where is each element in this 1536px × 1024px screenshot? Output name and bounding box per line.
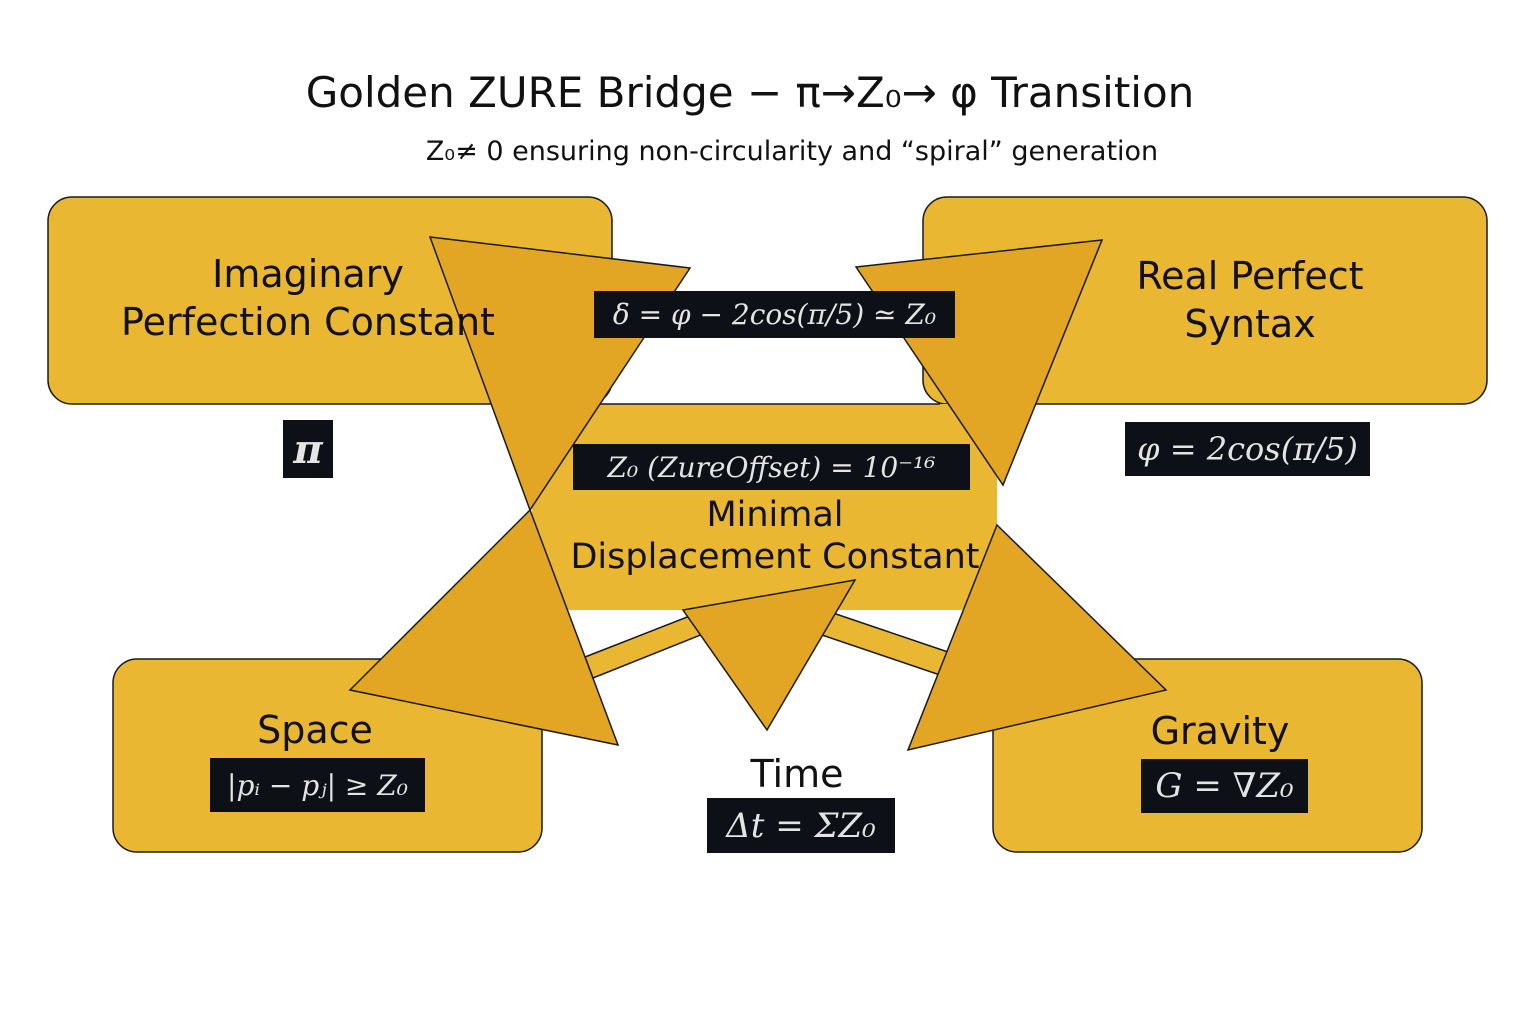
center-label: Minimal Displacement Constant	[570, 494, 980, 578]
box-center	[532, 404, 997, 610]
triangle-gravity	[906, 523, 1168, 752]
space-formula: |pᵢ − pⱼ| ≥ Z₀	[210, 758, 425, 812]
gravity-formula: G = ∇Z₀	[1141, 759, 1308, 813]
triangle-space	[348, 508, 620, 747]
pi-formula: π	[283, 420, 333, 478]
time-label: Time	[750, 752, 844, 796]
real-label: Real Perfect Syntax	[1060, 252, 1440, 348]
gravity-label: Gravity	[1150, 709, 1290, 753]
real-label-line2: Syntax	[1184, 302, 1316, 346]
zure-offset-formula: Z₀ (ZureOffset) = 10⁻¹⁶	[573, 444, 970, 490]
subtitle: Z₀≠ 0 ensuring non-circularity and “spir…	[425, 136, 1159, 167]
page-title: Golden ZURE Bridge − π→Z₀→ φ Transition	[305, 68, 1195, 117]
bar-left	[584, 611, 709, 679]
center-label-line1: Minimal	[706, 495, 844, 535]
imaginary-label-line1: Imaginary	[212, 252, 404, 296]
imaginary-label: Imaginary Perfection Constant	[118, 250, 498, 346]
box-gravity	[992, 658, 1423, 853]
real-label-line1: Real Perfect	[1136, 254, 1364, 298]
time-formula: Δt = ΣZ₀	[707, 798, 895, 853]
center-label-line2: Displacement Constant	[570, 537, 980, 577]
bar-right	[821, 611, 949, 676]
imaginary-label-line2: Perfection Constant	[121, 300, 495, 344]
bridge-formula: δ = φ − 2cos(π/5) ≃ Z₀	[594, 291, 955, 338]
space-label: Space	[257, 708, 373, 752]
triangle-time	[681, 578, 857, 732]
phi-formula: φ = 2cos(π/5)	[1125, 422, 1370, 476]
